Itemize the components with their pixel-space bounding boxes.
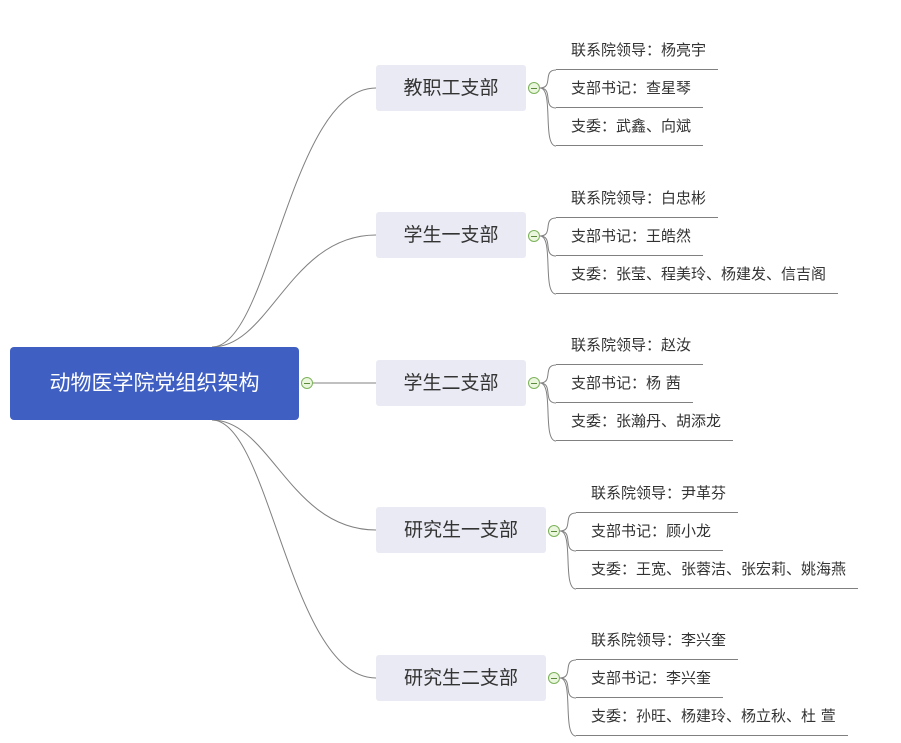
branch-leaf-connector [559,512,577,532]
branch-leaf-connector [539,382,557,442]
leaf-text: 支委：武鑫、向斌 [571,117,692,135]
branch-3-collapse-icon[interactable] [548,525,560,537]
leaf-text: 联系院领导：李兴奎 [591,631,727,649]
branch-4-collapse-icon[interactable] [548,672,560,684]
branch-2-item-0[interactable]: 联系院领导：赵汝 [556,332,704,365]
leaf-underline [556,440,734,441]
branch-leaf-connector [539,364,557,384]
leaf-underline [556,402,693,403]
root-branch-connector [211,234,377,348]
branch-leaf-connector [559,530,577,590]
branch-4-item-2[interactable]: 支委：孙旺、杨建玲、杨立秋、杜 萱 [576,703,848,736]
leaf-text: 支部书记：李兴奎 [591,669,712,687]
leaf-text: 支部书记：王皓然 [571,227,692,245]
branch-4-item-1[interactable]: 支部书记：李兴奎 [576,665,724,698]
branch-leaf-connector [559,530,577,552]
leaf-underline [576,697,724,698]
branch-node-3[interactable]: 研究生一支部 [376,507,546,553]
root-collapse-icon[interactable] [301,377,313,389]
leaf-underline [576,588,859,589]
leaf-text: 联系院领导：杨亮宇 [571,41,707,59]
leaf-text: 支部书记：顾小龙 [591,522,712,540]
root-node[interactable]: 动物医学院党组织架构 [10,347,299,420]
leaf-text: 联系院领导：白忠彬 [571,189,707,207]
branch-leaf-connector [559,677,577,737]
leaf-underline [556,364,704,365]
branch-1-collapse-icon[interactable] [528,230,540,242]
leaf-text: 支委：张瀚丹、胡添龙 [571,412,722,430]
leaf-text: 支部书记：杨 茜 [571,374,681,392]
leaf-underline [556,217,719,218]
branch-3-item-0[interactable]: 联系院领导：尹革芬 [576,480,739,513]
branch-leaf-connector [559,677,577,699]
branch-node-1[interactable]: 学生一支部 [376,212,526,258]
leaf-underline [576,659,739,660]
root-branch-connector [211,87,377,348]
leaf-underline [556,255,704,256]
branch-3-item-2[interactable]: 支委：王宽、张蓉洁、张宏莉、姚海燕 [576,556,859,589]
branch-1-item-2[interactable]: 支委：张莹、程美玲、杨建发、信吉阁 [556,261,839,294]
branch-0-item-1[interactable]: 支部书记：查星琴 [556,75,704,108]
branch-node-4[interactable]: 研究生二支部 [376,655,546,701]
branch-leaf-connector [539,235,557,295]
root-branch-connector [211,419,377,531]
branch-leaf-connector [539,217,557,237]
leaf-underline [556,107,704,108]
branch-0-item-0[interactable]: 联系院领导：杨亮宇 [556,37,719,70]
leaf-text: 支委：张莹、程美玲、杨建发、信吉阁 [571,265,827,283]
branch-4-item-0[interactable]: 联系院领导：李兴奎 [576,627,739,660]
branch-leaf-connector [539,382,557,404]
branch-leaf-connector [539,235,557,257]
branch-leaf-connector [539,87,557,109]
leaf-text: 支委：孙旺、杨建玲、杨立秋、杜 萱 [591,707,836,725]
leaf-underline [576,735,848,736]
branch-1-item-1[interactable]: 支部书记：王皓然 [556,223,704,256]
branch-node-2[interactable]: 学生二支部 [376,360,526,406]
branch-0-collapse-icon[interactable] [528,82,540,94]
branch-2-item-2[interactable]: 支委：张瀚丹、胡添龙 [556,408,734,441]
branch-3-item-1[interactable]: 支部书记：顾小龙 [576,518,724,551]
branch-leaf-connector [539,87,557,147]
branch-node-0[interactable]: 教职工支部 [376,65,526,111]
leaf-underline [556,69,719,70]
leaf-text: 联系院领导：赵汝 [571,336,692,354]
branch-leaf-connector [559,659,577,679]
leaf-underline [556,293,839,294]
leaf-underline [576,550,724,551]
leaf-underline [576,512,739,513]
leaf-text: 支委：王宽、张蓉洁、张宏莉、姚海燕 [591,560,847,578]
root-branch-connector [211,419,377,679]
leaf-text: 联系院领导：尹革芬 [591,484,727,502]
branch-2-item-1[interactable]: 支部书记：杨 茜 [556,370,693,403]
leaf-text: 支部书记：查星琴 [571,79,692,97]
branch-leaf-connector [539,69,557,89]
branch-0-item-2[interactable]: 支委：武鑫、向斌 [556,113,704,146]
branch-2-collapse-icon[interactable] [528,377,540,389]
branch-1-item-0[interactable]: 联系院领导：白忠彬 [556,185,719,218]
leaf-underline [556,145,704,146]
